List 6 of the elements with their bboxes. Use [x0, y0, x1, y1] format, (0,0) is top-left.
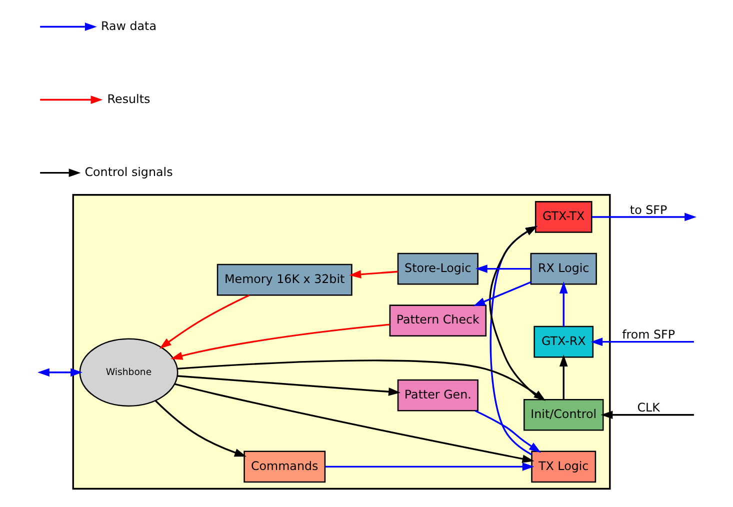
- legend-label: Raw data: [100, 18, 156, 33]
- legend-label: Control signals: [84, 164, 172, 179]
- edge-label: to SFP: [629, 202, 667, 217]
- edge-label: from SFP: [622, 328, 675, 342]
- edge-label: CLK: [636, 400, 660, 415]
- legend-label: Results: [106, 92, 150, 106]
